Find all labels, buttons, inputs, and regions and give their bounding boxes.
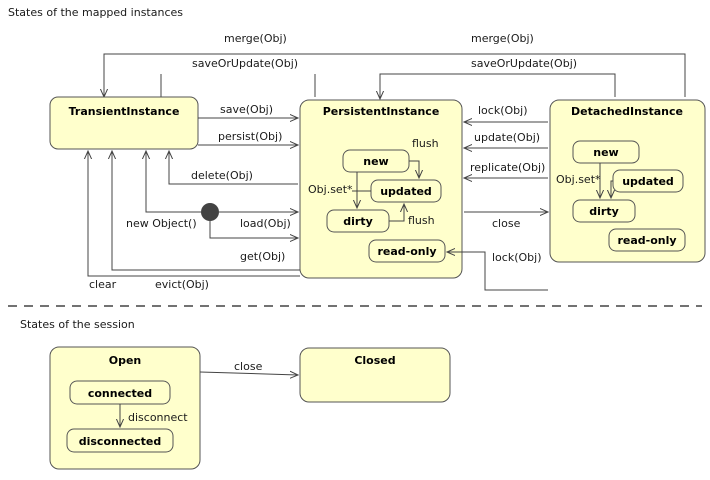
edge-clear: clear <box>88 151 300 291</box>
edge-new-object: new Object() <box>126 151 219 230</box>
substate-persistent-updated[interactable]: updated <box>370 179 442 203</box>
substate-detached-updated[interactable]: updated <box>612 169 684 193</box>
edge-label-lock-top: lock(Obj) <box>478 104 527 117</box>
edge-saveorupdate-right: saveOrUpdate(Obj) <box>380 57 616 99</box>
edge-detached-objset: Obj.set* <box>556 163 601 198</box>
edge-label-new-object: new Object() <box>126 217 197 230</box>
state-detached-instance[interactable]: DetachedInstance new updated dirty read-… <box>549 99 706 263</box>
edge-label-persistent-objset: Obj.set* <box>308 183 353 196</box>
edge-label-clear: clear <box>89 278 117 291</box>
edge-persistent-flush-bottom: flush <box>389 204 435 227</box>
state-transient-instance-label: TransientInstance <box>69 105 180 118</box>
edge-get: get(Obj) <box>209 212 298 263</box>
substate-disconnected-label: disconnected <box>79 435 162 448</box>
substate-persistent-dirty-label: dirty <box>343 215 373 228</box>
substate-persistent-new-label: new <box>363 155 388 168</box>
edge-merge-left: merge(Obj) <box>104 32 686 97</box>
substate-persistent-read-only-label: read-only <box>377 245 436 258</box>
substate-connected-label: connected <box>88 387 152 400</box>
edge-replicate: replicate(Obj) <box>464 161 548 178</box>
edge-delete: delete(Obj) <box>169 151 298 185</box>
edge-label-detached-objset: Obj.set* <box>556 173 601 186</box>
edge-label-delete: delete(Obj) <box>191 169 253 182</box>
substate-detached-read-only-label: read-only <box>617 234 676 247</box>
edge-label-saveorupdate-left: saveOrUpdate(Obj) <box>192 57 298 70</box>
edge-update: update(Obj) <box>464 131 548 148</box>
state-closed-box[interactable] <box>299 347 451 403</box>
edge-persistent-objset: Obj.set* <box>308 172 357 208</box>
edge-detached-updated-to-dirty <box>611 180 613 198</box>
edge-label-lock-bottom: lock(Obj) <box>492 251 541 264</box>
edge-label-update: update(Obj) <box>474 131 540 144</box>
edge-save: save(Obj) <box>198 103 298 118</box>
substate-connected[interactable]: connected <box>69 380 171 405</box>
edge-label-persistent-flush-bottom: flush <box>408 214 435 227</box>
edge-evict: evict(Obj) <box>112 151 300 291</box>
substate-detached-dirty[interactable]: dirty <box>572 199 636 223</box>
edge-label-session-close: close <box>234 360 263 373</box>
substate-detached-dirty-box[interactable] <box>572 199 636 223</box>
substate-detached-new-label: new <box>593 146 618 159</box>
edge-label-replicate: replicate(Obj) <box>470 161 545 174</box>
state-transient-instance-box[interactable] <box>49 96 199 150</box>
substate-detached-updated-label: updated <box>622 175 674 188</box>
substate-persistent-dirty[interactable]: dirty <box>326 209 390 233</box>
edge-label-merge-right: merge(Obj) <box>471 32 534 45</box>
edge-label-merge-left: merge(Obj) <box>224 32 287 45</box>
state-closed[interactable]: Closed <box>299 347 451 403</box>
edge-label-persistent-flush-top: flush <box>412 137 439 150</box>
edge-label-saveorupdate-right: saveOrUpdate(Obj) <box>471 57 577 70</box>
edge-label-close: close <box>492 217 521 230</box>
substate-persistent-read-only[interactable]: read-only <box>368 239 446 263</box>
edge-lock-bottom: lock(Obj) <box>447 251 548 291</box>
edge-persist: persist(Obj) <box>198 130 298 145</box>
edge-label-persist: persist(Obj) <box>218 130 282 143</box>
state-detached-instance-label: DetachedInstance <box>571 105 683 118</box>
state-open-label: Open <box>109 354 142 367</box>
edge-lock-top: lock(Obj) <box>464 104 548 122</box>
substate-detached-new-box[interactable] <box>572 140 640 164</box>
substate-persistent-updated-label: updated <box>380 185 432 198</box>
edge-session-close: close <box>199 360 298 375</box>
state-transient-instance[interactable]: TransientInstance <box>49 96 199 150</box>
substate-persistent-read-only-box[interactable] <box>368 239 446 263</box>
state-closed-label: Closed <box>354 354 395 367</box>
substate-disconnected-box[interactable] <box>66 428 174 453</box>
substate-persistent-new[interactable]: new <box>342 149 410 173</box>
substate-detached-read-only[interactable]: read-only <box>608 228 686 252</box>
section-title-session: States of the session <box>20 318 135 331</box>
edge-persistent-flush-top: flush <box>409 137 439 178</box>
state-open[interactable]: Open connected disconnected disconnect <box>49 346 201 470</box>
edge-label-save: save(Obj) <box>220 103 273 116</box>
substate-detached-dirty-label: dirty <box>589 205 619 218</box>
edge-session-disconnect: disconnect <box>120 404 188 427</box>
state-persistent-instance[interactable]: PersistentInstance new updated dirty rea… <box>299 99 463 279</box>
edge-close: close <box>464 212 548 230</box>
edge-saveorupdate-left: saveOrUpdate(Obj) <box>160 57 316 97</box>
edge-label-session-disconnect: disconnect <box>128 411 188 424</box>
edge-label-load: load(Obj) <box>240 217 291 230</box>
section-title-mapped-instances: States of the mapped instances <box>8 6 183 19</box>
substate-detached-read-only-box[interactable] <box>608 228 686 252</box>
edge-label-get: get(Obj) <box>240 250 285 263</box>
substate-detached-new[interactable]: new <box>572 140 640 164</box>
state-persistent-instance-label: PersistentInstance <box>323 105 440 118</box>
substate-disconnected[interactable]: disconnected <box>66 428 174 453</box>
edge-load: load(Obj) <box>219 212 298 230</box>
edge-label-evict: evict(Obj) <box>155 278 209 291</box>
